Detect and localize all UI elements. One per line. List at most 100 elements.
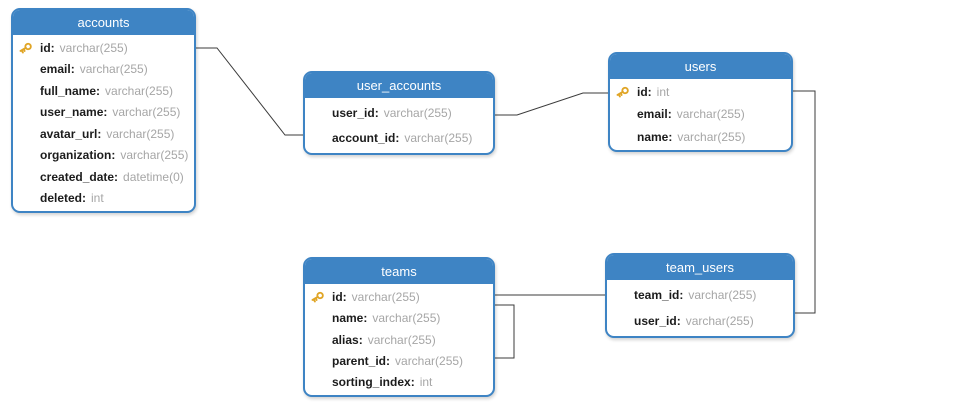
relationship-user_accounts-users[interactable] — [495, 92, 608, 116]
field-name: id — [637, 85, 648, 100]
field-users-email: email: varchar(255) — [610, 103, 791, 125]
table-node-user_accounts[interactable]: user_accounts user_id: varchar(255) accou… — [303, 71, 495, 155]
table-body-teams: id:varchar(255) name:varchar(255) alias:… — [305, 284, 493, 395]
field-name: account_id — [332, 131, 396, 146]
field-type: varchar(255) — [105, 83, 174, 98]
field-separator: : — [647, 85, 652, 100]
field-type: varchar(255) — [676, 107, 745, 122]
field-type: varchar(255) — [112, 105, 181, 120]
field-separator: : — [96, 83, 101, 98]
field-separator: : — [668, 129, 673, 144]
field-type: varchar(255) — [677, 129, 746, 144]
field-separator: : — [97, 126, 102, 141]
field-name: sorting_index — [332, 375, 411, 390]
field-separator: : — [358, 332, 363, 347]
table-header-team_users: team_users — [607, 255, 793, 280]
field-separator: : — [114, 169, 119, 184]
field-type: varchar(255) — [404, 131, 473, 146]
field-accounts-avatar_url: avatar_url: varchar(255) — [13, 123, 194, 145]
table-body-team_users: team_id:varchar(255) user_id:varchar(255… — [607, 280, 793, 336]
field-user_accounts-user_id: user_id: varchar(255) — [305, 100, 493, 126]
field-name: id — [332, 289, 343, 304]
field-teams-sorting_index: sorting_index: int — [305, 372, 493, 393]
field-name: email — [40, 62, 71, 77]
field-separator: : — [386, 353, 391, 368]
field-separator: : — [410, 375, 415, 390]
field-users-name: name: varchar(255) — [610, 126, 791, 148]
field-separator: : — [70, 62, 75, 77]
field-user_accounts-account_id: account_id: varchar(255) — [305, 126, 493, 152]
field-name: parent_id — [332, 353, 387, 368]
field-name: deleted — [40, 191, 83, 206]
field-teams-alias: alias: varchar(255) — [305, 329, 493, 350]
field-teams-name: name:varchar(255) — [305, 307, 493, 328]
field-separator: : — [50, 40, 55, 55]
table-header-teams: teams — [305, 259, 493, 284]
field-accounts-id: id: varchar(255) — [13, 37, 194, 59]
field-type: varchar(255) — [106, 126, 175, 141]
field-separator: : — [679, 288, 684, 302]
field-type: varchar(255) — [120, 148, 189, 163]
field-type: datetime(0) — [123, 169, 184, 184]
primary-key-icon — [311, 291, 324, 303]
field-type: varchar(255) — [685, 314, 754, 328]
field-type: varchar(255) — [372, 311, 441, 326]
field-separator: : — [363, 311, 368, 326]
field-name: avatar_url — [40, 126, 98, 141]
field-separator: : — [342, 289, 347, 304]
table-header-accounts: accounts — [13, 10, 194, 35]
field-accounts-full_name: full_name: varchar(255) — [13, 80, 194, 102]
table-body-users: id:int email:varchar(255) name:varchar(2… — [610, 79, 791, 150]
field-separator: : — [103, 105, 108, 120]
field-type: varchar(255) — [367, 332, 436, 347]
field-name: alias — [332, 332, 359, 347]
field-type: varchar(255) — [688, 288, 757, 302]
relationship-users-team_users[interactable] — [793, 90, 816, 314]
field-separator: : — [374, 105, 379, 120]
table-body-user_accounts: user_id: varchar(255) account_id: varchar(… — [305, 98, 493, 153]
field-accounts-user_name: user_name:varchar(255) — [13, 102, 194, 124]
field-accounts-email: email: varchar(255) — [13, 59, 194, 81]
field-type: varchar(255) — [59, 40, 128, 55]
field-type: varchar(255) — [351, 289, 420, 304]
field-name: email — [637, 107, 668, 122]
field-team_users-team_id: team_id: varchar(255) — [607, 282, 793, 308]
primary-key-icon — [19, 42, 32, 54]
field-separator: : — [676, 314, 681, 328]
field-type: int — [91, 191, 104, 206]
primary-key-icon — [616, 87, 629, 98]
field-name: team_id — [634, 288, 680, 302]
field-type: int — [419, 375, 433, 390]
table-node-teams[interactable]: teams id:varchar(255) name:varchar(255) … — [303, 257, 495, 397]
field-name: organization — [40, 148, 112, 163]
field-separator: : — [111, 148, 116, 163]
field-name: user_id — [332, 105, 375, 120]
table-header-user_accounts: user_accounts — [305, 73, 493, 98]
field-name: created_date — [40, 169, 115, 184]
table-node-users[interactable]: users id:int email:varchar(255) name:var… — [608, 52, 793, 152]
field-teams-id: id: varchar(255) — [305, 286, 493, 307]
field-separator: : — [667, 107, 672, 122]
field-type: varchar(255) — [395, 353, 464, 368]
table-node-team_users[interactable]: team_users team_id:varchar(255) user_id:… — [605, 253, 795, 338]
field-type: varchar(255) — [79, 62, 148, 77]
field-teams-parent_id: parent_id: varchar(255) — [305, 350, 493, 371]
relationship-accounts-user_accounts[interactable] — [196, 47, 303, 136]
field-accounts-created_date: created_date: datetime(0) — [13, 166, 194, 188]
field-type: varchar(255) — [383, 105, 452, 120]
field-name: id — [40, 40, 51, 55]
field-separator: : — [395, 131, 400, 146]
table-node-accounts[interactable]: accounts id:varchar(255) email:varchar(2… — [11, 8, 196, 213]
field-team_users-user_id: user_id: varchar(255) — [607, 308, 793, 334]
field-separator: : — [82, 191, 87, 206]
field-name: name — [637, 129, 669, 144]
relationship-teams-self-parent_id[interactable] — [495, 304, 515, 359]
field-accounts-deleted: deleted: int — [13, 188, 194, 210]
table-header-users: users — [610, 54, 791, 79]
field-users-id: id:int — [610, 81, 791, 103]
field-accounts-organization: organization: varchar(255) — [13, 145, 194, 167]
field-name: user_id — [634, 314, 677, 328]
field-name: full_name — [40, 83, 97, 98]
